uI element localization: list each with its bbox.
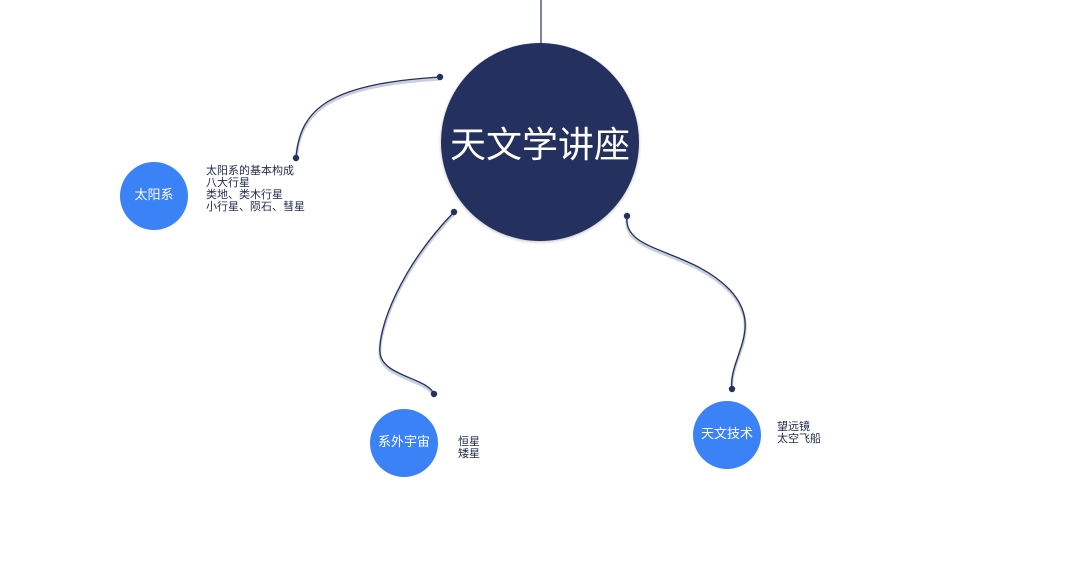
connector-tech-start-dot <box>623 212 631 220</box>
connector-tech-end-dot <box>728 385 736 393</box>
connector-outer <box>379 211 455 395</box>
central-topic-title: 天文学讲座 <box>449 125 630 166</box>
connector-solar-start-dot <box>436 73 444 81</box>
note-item: 矮星 <box>458 447 480 460</box>
note-item: 望远镜 <box>777 420 810 433</box>
branch-label-solar-system: 太阳系 <box>134 188 174 203</box>
note-item: 恒星 <box>458 435 480 448</box>
branch-node-astro-technology[interactable]: 天文技术 <box>693 401 761 469</box>
notes-outer-universe: 恒星 矮星 <box>458 436 480 460</box>
connector-tech <box>626 215 746 390</box>
branch-label-astro-technology: 天文技术 <box>701 427 754 442</box>
connector-outer-start-dot <box>450 208 458 216</box>
branch-node-solar-system[interactable]: 太阳系 <box>120 162 188 230</box>
notes-solar-system: 太阳系的基本构成 八大行星 类地、类木行星 小行星、陨石、彗星 <box>206 165 305 213</box>
note-item: 太空飞船 <box>777 432 821 445</box>
connector-solar-shadow <box>294 77 441 161</box>
central-topic-node[interactable]: 天文学讲座 <box>441 43 639 241</box>
note-item: 小行星、陨石、彗星 <box>206 200 305 213</box>
connector-outer-end-dot <box>430 390 438 398</box>
connector-solar <box>295 76 441 159</box>
connector-solar-end-dot <box>292 154 300 162</box>
note-item: 八大行星 <box>206 176 250 189</box>
note-item: 类地、类木行星 <box>206 188 283 201</box>
notes-astro-technology: 望远镜 太空飞船 <box>777 421 821 445</box>
branch-node-outer-universe[interactable]: 系外宇宙 <box>370 409 438 477</box>
branch-label-outer-universe: 系外宇宙 <box>378 435 431 450</box>
note-item: 太阳系的基本构成 <box>206 164 294 177</box>
